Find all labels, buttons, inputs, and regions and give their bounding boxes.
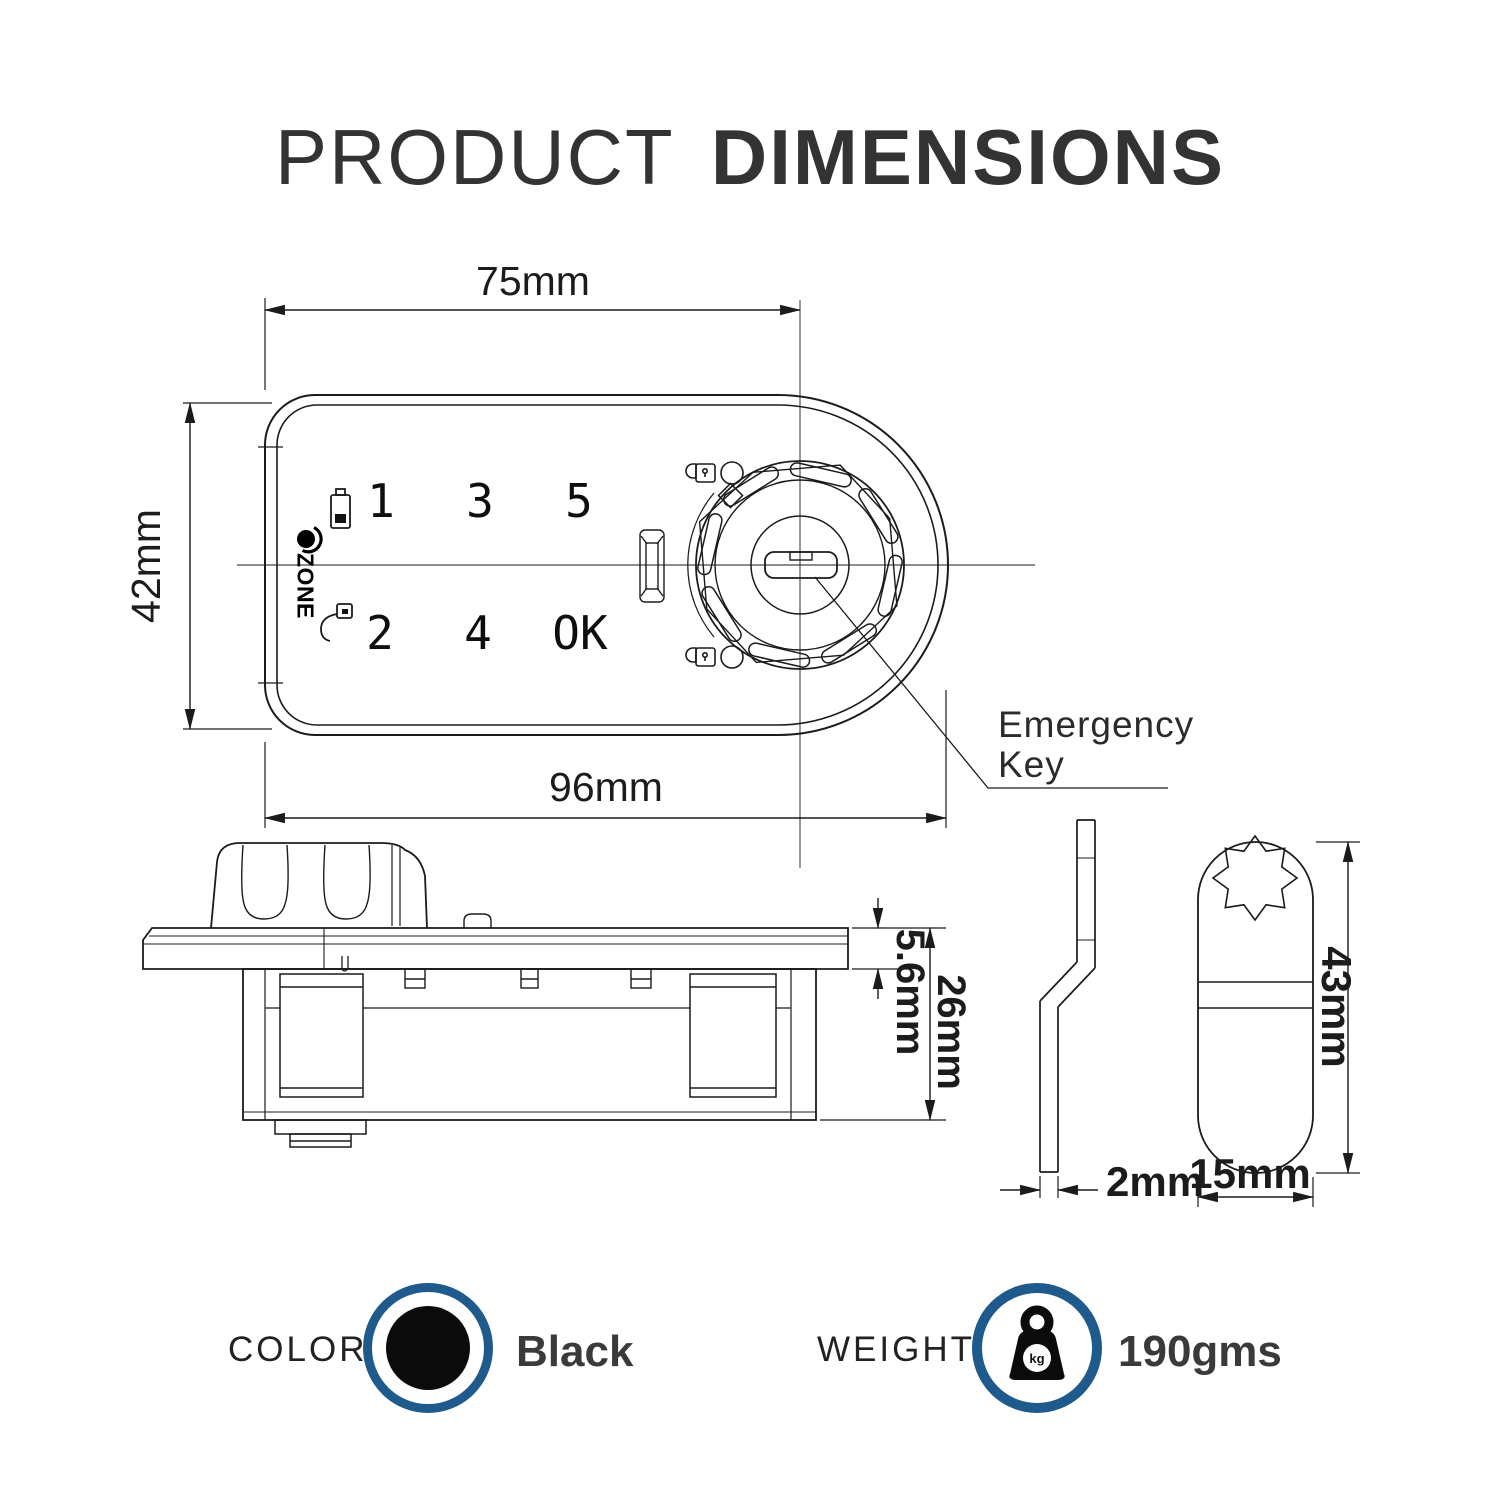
key-icon: [320, 603, 353, 642]
dim-42mm-label: 42mm: [123, 509, 169, 623]
battery-icon: [330, 488, 351, 529]
locked-led: [720, 461, 744, 485]
knob-inner-circle: [714, 479, 886, 651]
dim-75mm: 75mm: [263, 258, 802, 390]
keypad-button-ok[interactable]: OK: [552, 606, 608, 660]
color-swatch-ring: [363, 1283, 493, 1413]
dim-43mm-label: 43mm: [1313, 946, 1360, 1067]
weight-label: WEIGHT: [817, 1330, 975, 1369]
dim-26mm-label: 26mm: [929, 974, 973, 1090]
color-value: Black: [516, 1327, 634, 1376]
page-title-light: PRODUCT: [275, 113, 674, 201]
cam-plate-face-view: 43mm 15mm: [1189, 834, 1360, 1207]
dim-96mm-label: 96mm: [549, 764, 663, 810]
weight-value: 190gms: [1118, 1327, 1282, 1376]
keypad-button-4[interactable]: 4: [464, 606, 492, 660]
faceplate-button-bump: [463, 913, 492, 928]
dim-5-6mm-label: 5.6mm: [888, 929, 932, 1056]
knob-profile: [210, 842, 428, 929]
emergency-key-label-line2: Key: [998, 744, 1065, 785]
knob-grip-slot-1: [241, 844, 289, 920]
rotary-knob[interactable]: [687, 460, 905, 670]
lock-side-view: 5.6mm 26mm: [142, 842, 973, 1148]
dim-15mm-label: 15mm: [1189, 1150, 1310, 1197]
knob-outer-circle: [695, 460, 905, 670]
battery-compartment-left: [279, 973, 364, 1098]
battery-compartment-right: [689, 973, 777, 1098]
dim-5-6mm: 5.6mm: [852, 898, 946, 1055]
mounting-tabs: [404, 968, 652, 989]
lock-state-indicators: [685, 461, 744, 669]
keypad-button-1[interactable]: 1: [367, 474, 395, 528]
lock-body-outer-outline: [264, 394, 949, 736]
emergency-key-label-line1: Emergency: [998, 704, 1194, 745]
ozone-logo: ZONE: [293, 526, 323, 619]
dim-2mm-label: 2mm: [1106, 1158, 1204, 1205]
ozone-logo-text: ZONE: [293, 553, 319, 619]
faceplate-profile: [142, 927, 849, 970]
keyhole-notch: [789, 551, 813, 561]
lock-top-view: ZONE 1 3 5 2 4 OK: [123, 258, 1194, 868]
page-title: PRODUCT DIMENSIONS: [0, 112, 1500, 203]
dim-43mm: 43mm: [1313, 840, 1360, 1175]
spindle-tabs: [274, 1119, 367, 1148]
color-label: COLOR: [228, 1330, 368, 1369]
dim-96mm: 96mm: [263, 690, 948, 828]
dim-75mm-label: 75mm: [476, 258, 590, 304]
color-swatch-black: [386, 1306, 470, 1390]
unlocked-icon: [685, 647, 716, 667]
keypad-button-3[interactable]: 3: [466, 474, 494, 528]
knob-rotation-arc: [687, 492, 715, 638]
kg-weight-icon: kg: [1009, 1305, 1065, 1380]
keypad-button-5[interactable]: 5: [565, 474, 593, 528]
weight-icon-ring: kg: [972, 1283, 1102, 1413]
keypad-button-2[interactable]: 2: [366, 606, 394, 660]
dim-26mm: 26mm: [820, 926, 973, 1122]
lock-body-inner-outline: [276, 404, 939, 726]
unlocked-led: [720, 645, 744, 669]
dim-42mm: 42mm: [123, 401, 272, 731]
led-window: [639, 529, 665, 603]
emergency-key-leader-line: [814, 576, 1168, 789]
cam-bracket-side-view: 2mm: [1000, 819, 1204, 1205]
dim-15mm: 15mm: [1189, 1150, 1315, 1207]
knob-index-diamond: [717, 482, 744, 509]
knob-facet-octagon: [698, 464, 898, 664]
page-title-bold: DIMENSIONS: [710, 113, 1225, 201]
kg-icon-text: kg: [1029, 1351, 1044, 1366]
knob-grip-segments: [697, 462, 903, 668]
cam-star-hole: [1211, 834, 1299, 922]
dim-2mm: 2mm: [1000, 1158, 1204, 1205]
knob-grip-slot-2: [323, 844, 371, 920]
ozone-logo-dot: [297, 530, 315, 548]
ozone-logo-swoosh: [301, 526, 323, 554]
keyhole-boss-circle: [750, 515, 850, 615]
locked-icon: [685, 463, 716, 483]
